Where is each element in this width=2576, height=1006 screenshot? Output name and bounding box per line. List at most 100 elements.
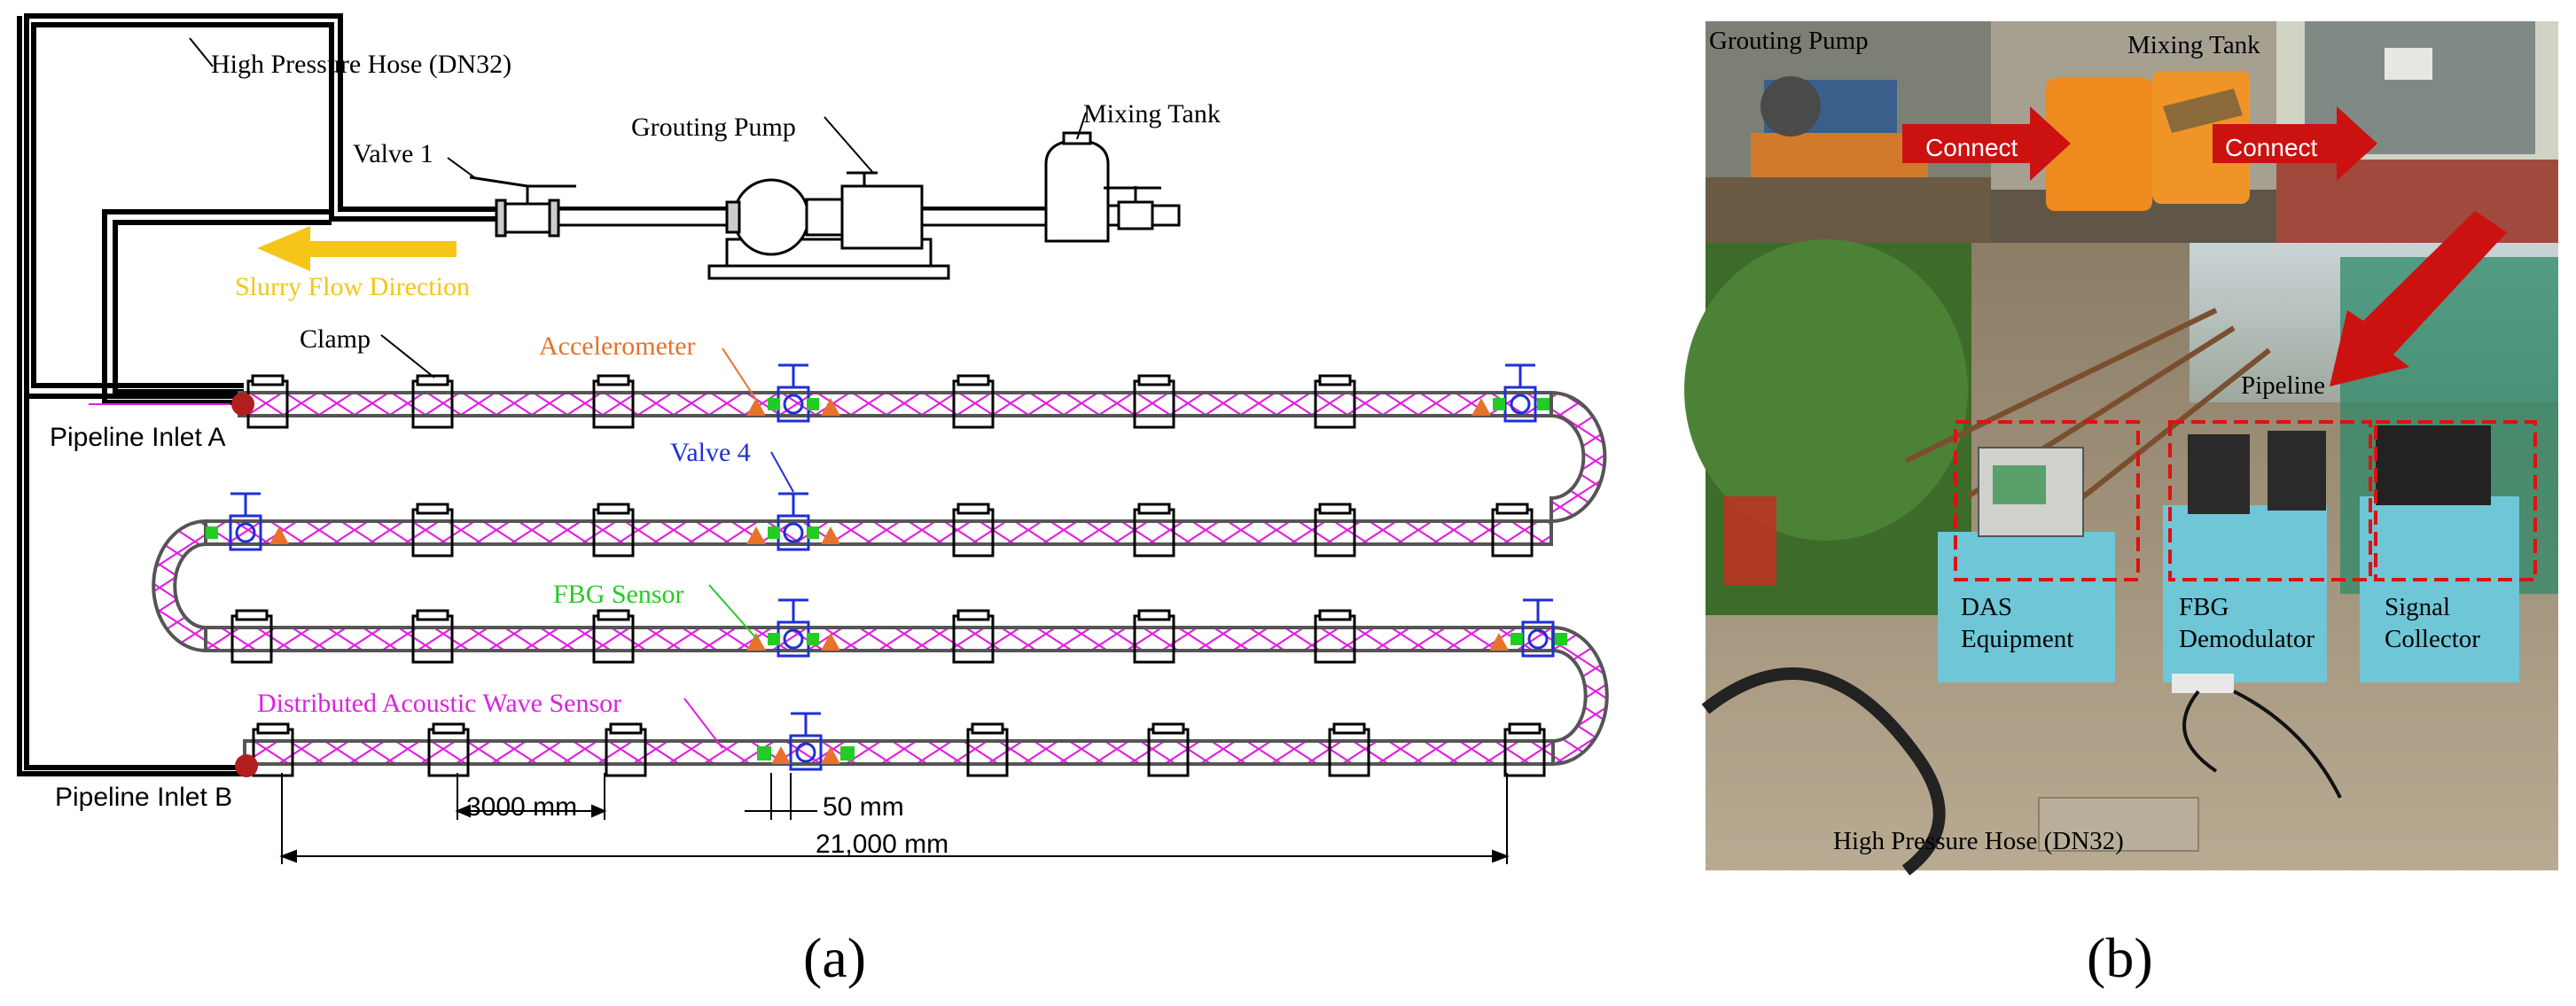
inlet-b-marker xyxy=(235,754,258,777)
fbg-sensor-icon xyxy=(807,633,819,645)
label-valve-1: Valve 1 xyxy=(353,139,433,168)
clamp xyxy=(411,609,454,664)
clamp xyxy=(1491,503,1534,558)
photo-grouting-pump xyxy=(1706,21,1991,243)
clamp xyxy=(1314,609,1356,664)
fbg-sensor-icon xyxy=(1510,633,1523,645)
signal-box xyxy=(2374,420,2537,581)
photo-site xyxy=(1684,239,2558,876)
label-high-pressure-hose: High Pressure Hose (DN32) xyxy=(211,50,511,79)
label-clamp: Clamp xyxy=(300,324,371,354)
photo-label-fbg-1: FBG xyxy=(2179,593,2229,621)
clamp xyxy=(952,503,995,558)
panel-b-photo: Connect Connect Grouting Pump Mixing Tan… xyxy=(1684,21,2558,989)
valve-1 xyxy=(469,175,576,238)
accelerometer-icon xyxy=(1489,633,1509,651)
clamp xyxy=(952,609,995,664)
photo-label-das-2: Equipment xyxy=(1961,625,2073,653)
panel-a-schematic: High Pressure Hose (DN32) Valve 1 Grouti… xyxy=(17,13,1609,989)
fbg-sensor-icon xyxy=(768,526,780,539)
fbg-sensor-icon xyxy=(840,746,855,760)
label-mixing-tank: Mixing Tank xyxy=(1083,99,1221,129)
accelerometer-icon xyxy=(746,633,766,651)
fbg-sensor-icon xyxy=(1493,398,1505,410)
clamps xyxy=(230,374,1546,777)
inlets xyxy=(89,393,258,777)
label-grouting-pump: Grouting Pump xyxy=(631,113,796,142)
sensors xyxy=(206,398,1567,764)
clamp xyxy=(230,609,273,664)
connect-label-1: Connect xyxy=(1925,134,2018,161)
label-pipeline-inlet-a: Pipeline Inlet A xyxy=(50,423,225,452)
clamp xyxy=(1133,609,1175,664)
high-pressure-hose xyxy=(17,13,1075,776)
serpentine-pipeline xyxy=(152,390,1609,767)
fbg-sensor-icon xyxy=(768,633,780,645)
valve-icon xyxy=(789,712,823,771)
clamp xyxy=(966,722,1009,777)
accelerometer-icon xyxy=(269,526,289,544)
label-fbg-sensor: FBG Sensor xyxy=(553,580,684,609)
clamp xyxy=(1503,722,1546,777)
label-das-sensor: Distributed Acoustic Wave Sensor xyxy=(257,689,621,718)
photo-label-fbg-2: Demodulator xyxy=(2179,625,2314,653)
label-dim-3000: 3000 mm xyxy=(466,792,577,822)
label-dim-21000: 21,000 mm xyxy=(816,830,948,859)
dimensions xyxy=(279,773,1510,864)
caption-b: (b) xyxy=(2087,926,2153,989)
connect-arrow-2: Connect xyxy=(2213,106,2377,181)
fbg-sensor-icon xyxy=(807,526,819,539)
clamp xyxy=(1133,503,1175,558)
caption-a: (a) xyxy=(803,926,866,989)
connect-arrow-1: Connect xyxy=(1902,106,2071,181)
label-pipeline-inlet-b: Pipeline Inlet B xyxy=(55,783,232,812)
label-accelerometer: Accelerometer xyxy=(539,331,696,361)
accelerometer-icon xyxy=(821,398,840,416)
slurry-flow-arrow xyxy=(257,226,457,271)
accelerometer-icon xyxy=(746,398,766,416)
clamp xyxy=(605,722,647,777)
accelerometer-icon xyxy=(821,526,840,544)
photo-label-pipeline: Pipeline xyxy=(2241,371,2325,400)
accelerometer-icon xyxy=(821,746,840,764)
accelerometer-icon xyxy=(746,526,766,544)
clamp xyxy=(252,722,294,777)
fbg-sensor-icon xyxy=(1555,633,1567,645)
leader-lines xyxy=(189,37,1087,749)
fbg-box xyxy=(2168,420,2372,581)
inlet-a-marker xyxy=(231,393,254,416)
clamp xyxy=(427,722,470,777)
photo-label-hose: High Pressure Hose (DN32) xyxy=(1833,827,2124,855)
connect-label-2: Connect xyxy=(2225,134,2318,161)
label-flow-direction: Slurry Flow Direction xyxy=(235,272,470,301)
clamp xyxy=(592,609,635,664)
fbg-sensor-icon xyxy=(757,746,771,760)
clamp xyxy=(592,503,635,558)
clamp xyxy=(411,503,454,558)
label-valve-4: Valve 4 xyxy=(670,438,751,467)
photo-label-das-1: DAS xyxy=(1961,593,2012,621)
accelerometer-icon xyxy=(821,633,840,651)
clamp xyxy=(1314,374,1356,429)
grouting-pump xyxy=(707,171,950,280)
down-arrow xyxy=(2330,211,2507,386)
label-dim-50: 50 mm xyxy=(823,792,904,822)
accelerometer-icon xyxy=(771,746,791,764)
fbg-sensor-icon xyxy=(768,398,780,410)
clamp xyxy=(1314,503,1356,558)
clamp xyxy=(1328,722,1370,777)
photo-label-mixing-tank: Mixing Tank xyxy=(2127,31,2260,59)
photo-label-grouting-pump: Grouting Pump xyxy=(1709,27,1869,55)
accelerometer-icon xyxy=(1471,398,1491,416)
valve-icon xyxy=(229,492,262,551)
clamp xyxy=(952,374,995,429)
photo-building xyxy=(2276,21,2558,243)
clamp xyxy=(1147,722,1190,777)
mixing-tank xyxy=(1044,131,1181,243)
equipment-boxes xyxy=(1954,420,2537,581)
photo-label-signal-1: Signal xyxy=(2385,593,2450,621)
fbg-sensor-icon xyxy=(206,526,218,539)
photo-label-signal-2: Collector xyxy=(2385,625,2480,653)
clamp xyxy=(592,374,635,429)
